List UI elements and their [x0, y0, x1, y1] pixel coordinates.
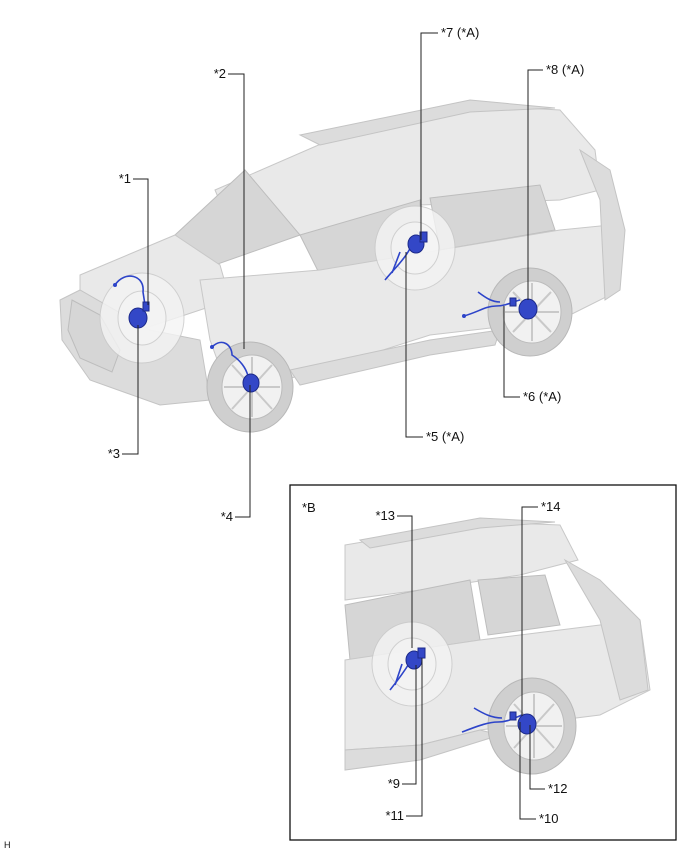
callout-3: *3 — [108, 446, 120, 461]
callout-leaders-main — [122, 32, 543, 518]
callout-9: *9 — [388, 776, 400, 791]
callout-2: *2 — [214, 66, 226, 81]
callout-leaders-inset — [397, 506, 545, 820]
callout-5: *5 (*A) — [426, 429, 464, 444]
inset-b: *B — [289, 484, 677, 841]
callout-7: *7 (*A) — [441, 25, 479, 40]
callout-labels-main: *1 *2 *3 *4 *5 (*A) *6 (*A) *7 (*A) *8 (… — [108, 25, 585, 524]
inset-vehicle-illustration — [344, 517, 651, 775]
callout-4: *4 — [221, 509, 233, 524]
callout-14: *14 — [541, 499, 561, 514]
figure-code: H — [4, 840, 11, 850]
inset-label: *B — [302, 500, 316, 515]
rear-left-speed-sensor — [462, 291, 538, 320]
front-left-speed-sensor — [210, 341, 260, 393]
callout-11: *11 — [385, 808, 404, 823]
callout-1: *1 — [119, 171, 131, 186]
callout-10: *10 — [539, 811, 559, 826]
callout-8: *8 (*A) — [546, 62, 584, 77]
callout-6: *6 (*A) — [523, 389, 561, 404]
main-vehicle-illustration — [59, 99, 626, 433]
callout-12: *12 — [548, 781, 568, 796]
rear-right-speed-sensor — [384, 231, 428, 281]
inset-rear-left-speed-sensor — [461, 707, 537, 735]
callout-13: *13 — [375, 508, 395, 523]
callout-labels-inset: *13 *14 *9 *10 *11 *12 — [375, 499, 567, 826]
front-right-speed-sensor — [113, 275, 150, 329]
